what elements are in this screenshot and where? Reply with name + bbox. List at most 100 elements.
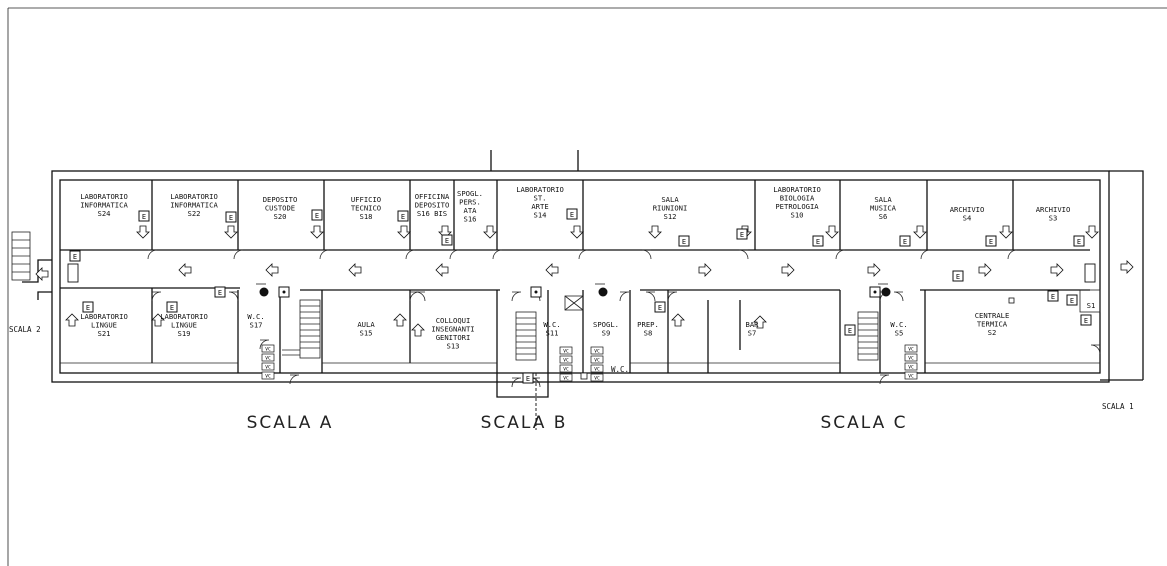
escape-arrow-icon [825, 225, 839, 239]
room-label-s16: S16 [464, 215, 477, 224]
room-label-s5: W.C. [890, 320, 907, 329]
door-swing [147, 249, 158, 260]
room-label-s9: SPOGL. [593, 320, 619, 329]
svg-text:E: E [445, 237, 449, 245]
scala-a-label: SCALA A [247, 413, 334, 433]
room-label-s9: S9 [602, 329, 611, 338]
room-label-s1: S1 [1087, 301, 1096, 310]
room-label-s12: RIUNIONI [653, 204, 688, 213]
extinguisher-icon: E [654, 301, 666, 313]
scala-1-label: SCALA 1 [1102, 402, 1134, 411]
room-label-s13: GENITORI [436, 333, 471, 342]
escape-arrow-icon [648, 225, 662, 239]
room-label-s19: LINGUE [171, 321, 197, 330]
corridor [60, 249, 1090, 291]
room-label-s19: LABORATORIO [160, 312, 208, 321]
door-swing [449, 249, 460, 260]
escape-arrow-icon [151, 313, 165, 327]
room-label-s2: S2 [988, 328, 997, 337]
extinguisher-icon: E [736, 228, 748, 240]
room-label-s3: ARCHIVIO [1036, 205, 1071, 214]
toilet-icon [261, 371, 275, 380]
extinguisher-icon: E [214, 286, 226, 298]
room-label-s14: ARTE [531, 202, 548, 211]
room-label-s21: LINGUE [91, 321, 117, 330]
room-label-s22: LABORATORIO [170, 192, 218, 201]
extinguisher-icon: E [311, 209, 323, 221]
room-label-s10: S10 [791, 211, 804, 220]
room-label-s18: UFFICIO [351, 195, 381, 204]
fire-hose-icon [598, 287, 608, 297]
scala-2-label: SCALA 2 [9, 325, 41, 334]
svg-text:E: E [170, 304, 174, 312]
stair-b [515, 311, 537, 361]
vc-label: VC [594, 358, 600, 364]
toilet-icon [261, 362, 275, 371]
room-label-s14: ST. [534, 194, 547, 203]
room-label-s2: CENTRALE [975, 311, 1010, 320]
svg-text:E: E [658, 304, 662, 312]
room-label-s15: AULA [357, 320, 375, 329]
vc-label: VC [908, 374, 914, 380]
room-label-s18: TECNICO [351, 204, 381, 213]
extinguisher-icon: E [566, 208, 578, 220]
toilet-icon [590, 346, 604, 355]
toilet-icon [590, 364, 604, 373]
extinguisher-icon: E [985, 235, 997, 247]
room-label-s12: SALA [661, 195, 679, 204]
escape-arrow-icon [397, 225, 411, 239]
extinguisher-icon: E [225, 211, 237, 223]
fire-hose-icon [881, 287, 891, 297]
extinguisher-icon: E [1080, 314, 1092, 326]
svg-text:E: E [86, 304, 90, 312]
room-label-s16: SPOGL. [457, 189, 483, 198]
toilet-icon [559, 373, 573, 382]
fire-door-icon [67, 263, 79, 283]
door-swing [1007, 249, 1018, 260]
room-label-s2: TERMICA [977, 320, 1008, 329]
toilet-icon [559, 355, 573, 364]
svg-text:E: E [1077, 238, 1081, 246]
svg-text:E: E [526, 375, 530, 383]
door-swing [511, 291, 522, 302]
extinguisher-icon: E [1073, 235, 1085, 247]
door-swing [259, 339, 270, 350]
door-swing [893, 291, 904, 302]
escape-arrow-icon [545, 263, 559, 277]
svg-text:E: E [1070, 297, 1074, 305]
room-label-s10: LABORATORIO [773, 185, 821, 194]
vc-label: VC [908, 347, 914, 353]
svg-text:E: E [816, 238, 820, 246]
door-swing [667, 291, 678, 302]
door-swing [619, 291, 630, 302]
escape-arrow-icon [265, 263, 279, 277]
door-swing [409, 291, 420, 302]
room-label-s8: PREP. [637, 320, 659, 329]
extinguisher-icon: E [678, 235, 690, 247]
stair-c [857, 311, 879, 361]
extinguisher-icon: E [952, 270, 964, 282]
door-swing [1090, 344, 1101, 355]
door-swing [578, 249, 589, 260]
door-swing [415, 291, 426, 302]
wc-label-s9: W.C. [611, 365, 629, 374]
svg-text:E: E [682, 238, 686, 246]
extinguisher-icon: E [166, 301, 178, 313]
svg-text:E: E [218, 289, 222, 297]
door-swing [151, 291, 162, 302]
room-label-s3: S3 [1049, 214, 1058, 223]
vc-label: VC [908, 356, 914, 362]
extinguisher-icon: E [899, 235, 911, 247]
door-swing [511, 377, 522, 388]
svg-text:E: E [1051, 293, 1055, 301]
vc-label: VC [594, 367, 600, 373]
extinguisher-icon: E [138, 210, 150, 222]
room-label-s4: ARCHIVIO [950, 205, 985, 214]
room-label-s24: S24 [98, 209, 111, 218]
room-label-s6: SALA [874, 195, 892, 204]
grid-mark-icon [1008, 297, 1015, 304]
toilet-icon [590, 355, 604, 364]
escape-arrow-icon [671, 313, 685, 327]
svg-text:E: E [401, 213, 405, 221]
room-label-s16bis: DEPOSITO [415, 201, 450, 210]
